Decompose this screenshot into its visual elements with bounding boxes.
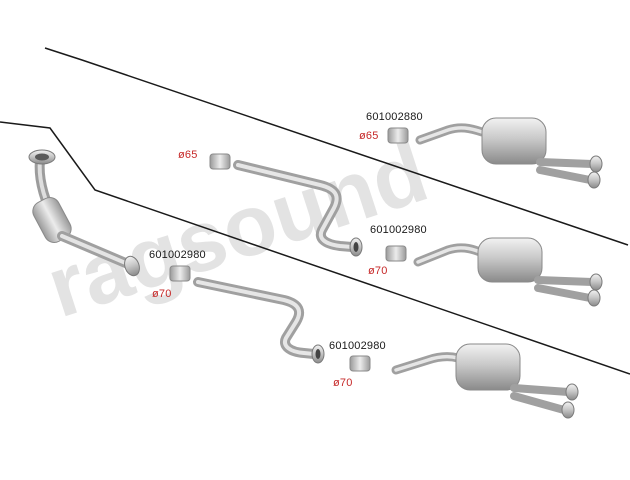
divider-line-top xyxy=(44,47,629,246)
clamp-left xyxy=(169,265,191,282)
diameter-label-bottom: ø70 xyxy=(333,377,353,389)
diameter-label-middle: ø70 xyxy=(368,265,388,277)
clamp-top xyxy=(387,127,409,144)
rear-muffler-top xyxy=(415,117,603,189)
clamp-bottom xyxy=(349,355,371,372)
clamp-upper-pipe xyxy=(209,153,231,170)
part-code-left: 601002980 xyxy=(149,249,206,261)
part-code-bottom: 601002980 xyxy=(329,340,386,352)
middle-pipe-upper xyxy=(233,160,363,257)
part-code-middle: 601002980 xyxy=(370,224,427,236)
clamp-middle xyxy=(385,245,407,262)
front-downpipe xyxy=(28,149,140,277)
diameter-label-top: ø65 xyxy=(359,130,379,142)
diameter-label-left: ø70 xyxy=(152,288,172,300)
diameter-label-mid-pipe: ø65 xyxy=(178,149,198,161)
rear-muffler-middle xyxy=(413,237,603,307)
divider-line-middle xyxy=(0,121,630,375)
middle-pipe-lower xyxy=(193,277,325,364)
part-code-top: 601002880 xyxy=(366,111,423,123)
rear-muffler-bottom xyxy=(391,343,579,419)
